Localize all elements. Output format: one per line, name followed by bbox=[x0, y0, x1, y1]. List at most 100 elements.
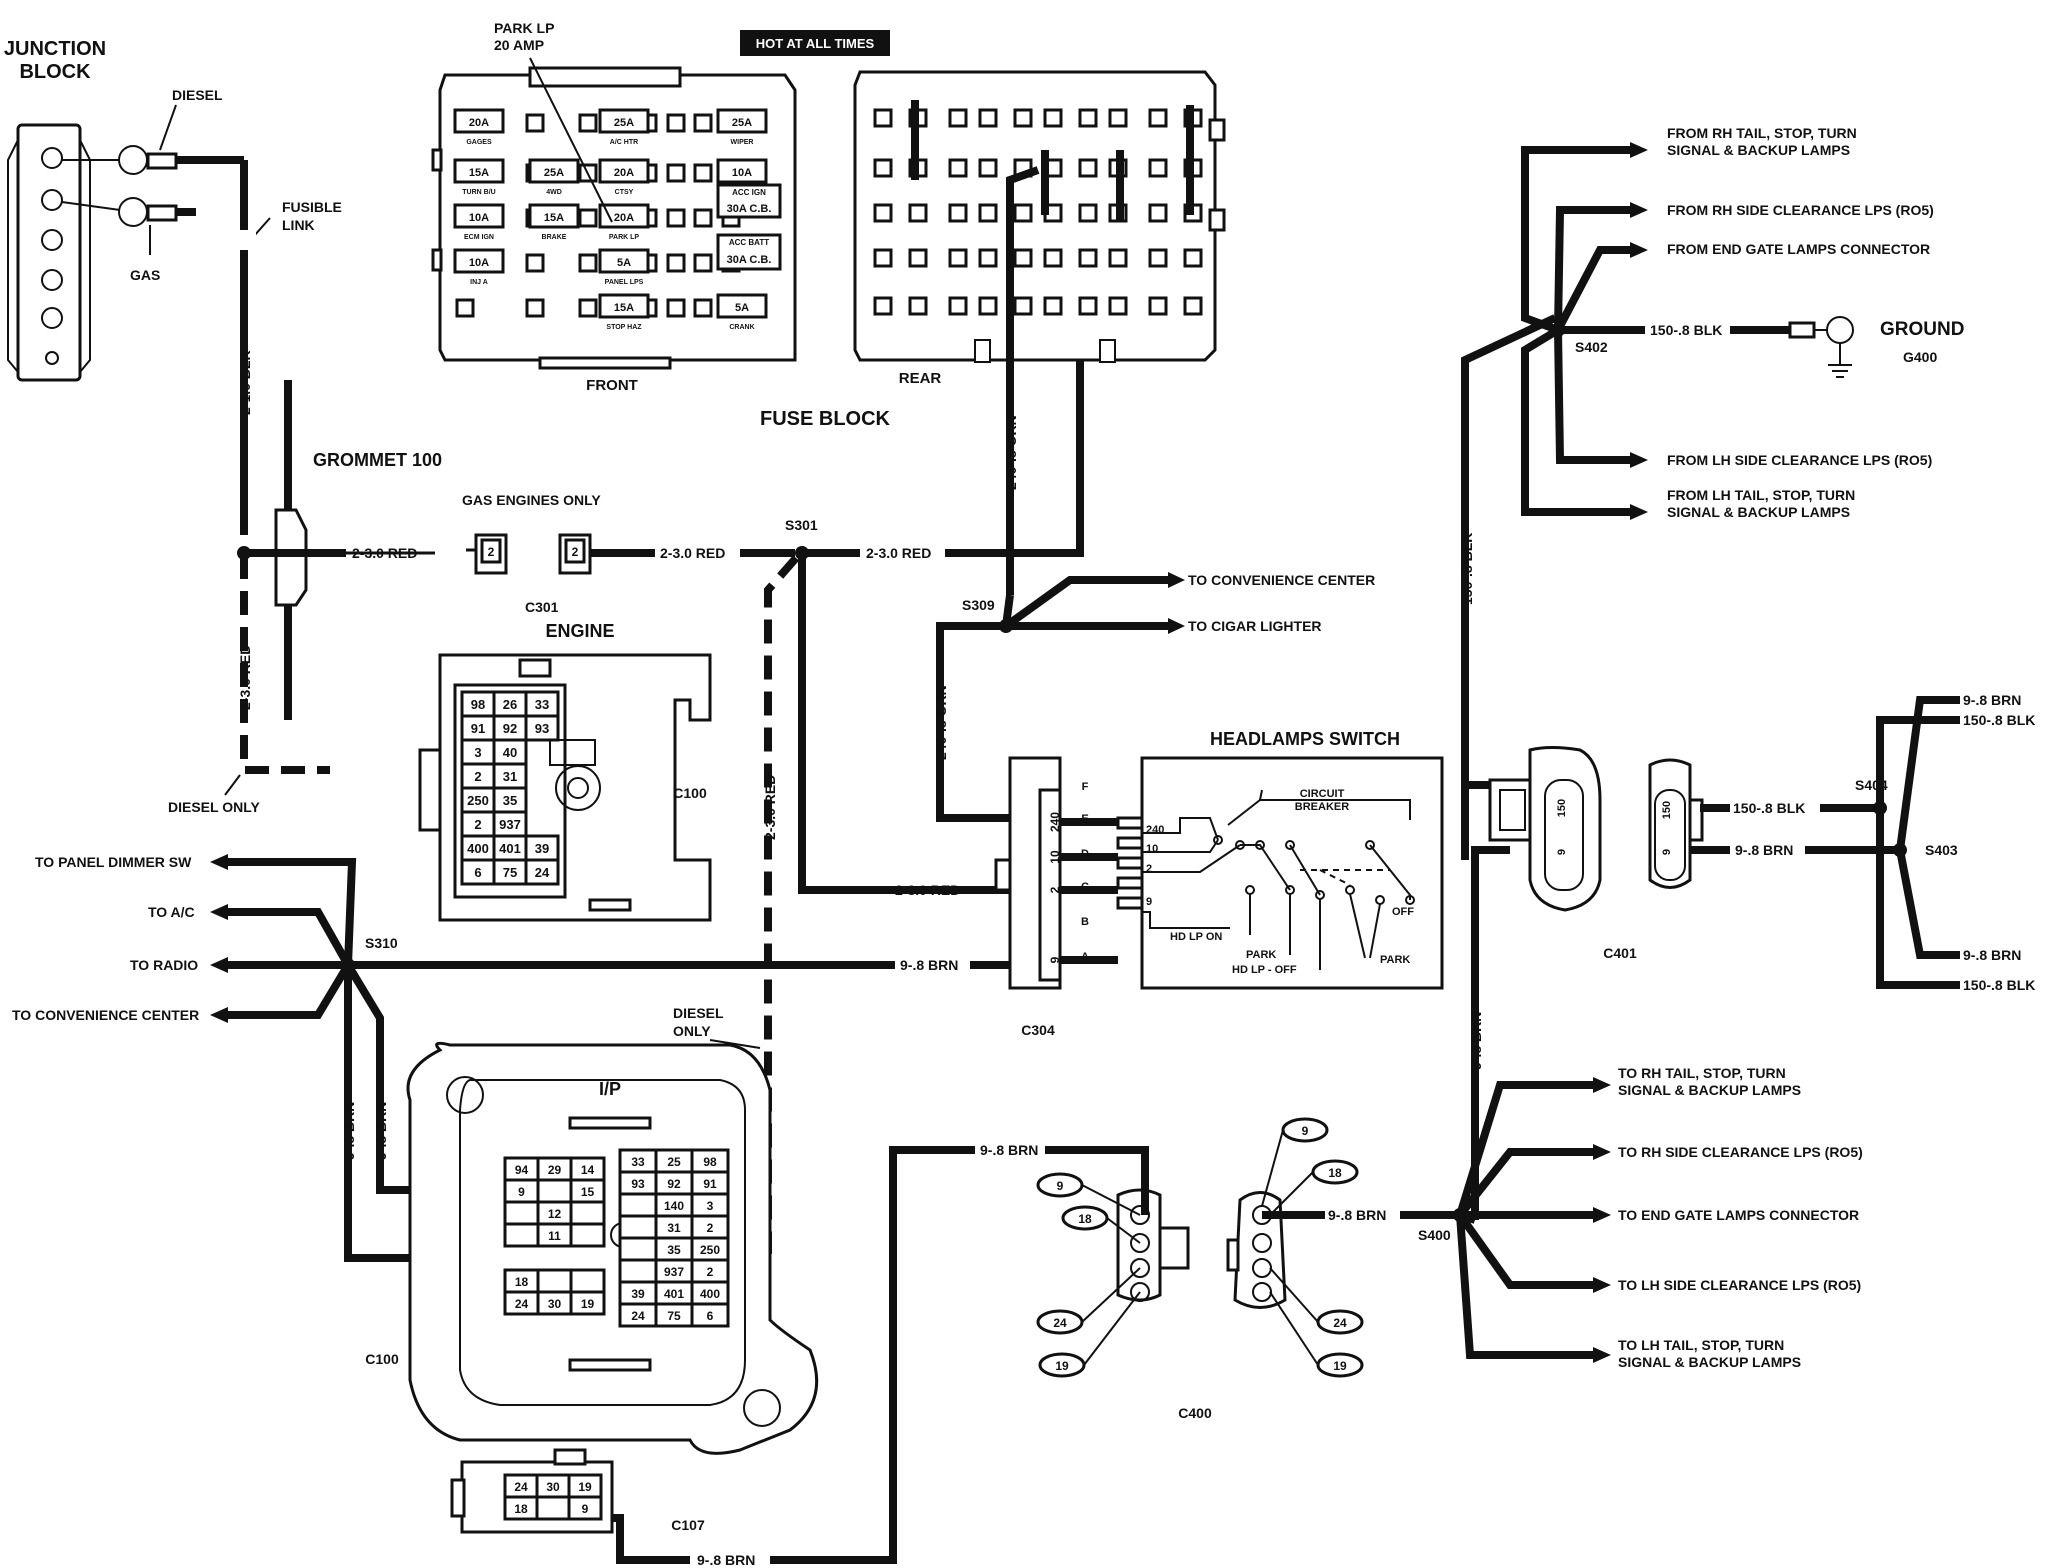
fuse-slot bbox=[693, 163, 713, 183]
fuse-amp: 20A bbox=[614, 212, 634, 224]
ip-pin-label: 94 bbox=[515, 1163, 529, 1177]
rear-slot bbox=[1148, 296, 1168, 316]
ip-pin-label: 33 bbox=[631, 1155, 645, 1169]
fuse bbox=[528, 203, 580, 229]
wire-9-brn-d: 9-.8 BRN bbox=[697, 1552, 755, 1568]
from-lh-tail-2: SIGNAL & BACKUP LAMPS bbox=[1667, 504, 1850, 520]
s310-label: S310 bbox=[365, 935, 398, 951]
c400-leader bbox=[1269, 1291, 1319, 1366]
fuse bbox=[453, 248, 505, 274]
rear-slot bbox=[948, 203, 968, 223]
fuse-slot bbox=[666, 298, 686, 318]
junction-block-title-1: JUNCTION bbox=[4, 38, 106, 60]
c400-label: C400 bbox=[1178, 1405, 1212, 1421]
s403-label: S403 bbox=[1925, 842, 1958, 858]
rear-slot bbox=[978, 108, 998, 128]
to-rh-side: TO RH SIDE CLEARANCE LPS (RO5) bbox=[1618, 1144, 1863, 1160]
from-lh-side: FROM LH SIDE CLEARANCE LPS (RO5) bbox=[1667, 452, 1932, 468]
c304-pin: 9 bbox=[1048, 956, 1062, 963]
rear-slot bbox=[1013, 296, 1033, 316]
rear-slot bbox=[1148, 158, 1168, 178]
c304-letter: B bbox=[1081, 916, 1089, 928]
c400-bubble-label: 24 bbox=[1053, 1316, 1067, 1330]
rear-slot bbox=[1078, 203, 1098, 223]
rear-slot bbox=[1043, 296, 1063, 316]
rear-slot bbox=[873, 296, 893, 316]
c304-pin: 240 bbox=[1048, 812, 1062, 832]
ip-pin-label: 75 bbox=[667, 1309, 681, 1323]
rear-slot bbox=[1148, 248, 1168, 268]
c400-leader bbox=[1081, 1184, 1141, 1216]
rear-slot bbox=[1078, 248, 1098, 268]
rear-slot bbox=[978, 248, 998, 268]
rear-cells bbox=[873, 100, 1203, 316]
wire-9-brn-a: 9-.8 BRN bbox=[900, 957, 958, 973]
ip-pin-label: 250 bbox=[700, 1243, 720, 1257]
hot-at-all-times: HOT AT ALL TIMES bbox=[756, 36, 875, 51]
rear-slot bbox=[978, 203, 998, 223]
headlamps-switch-title: HEADLAMPS SWITCH bbox=[1210, 729, 1400, 749]
c304-pin: 2 bbox=[1048, 886, 1062, 893]
c107-label: C107 bbox=[671, 1517, 705, 1533]
wire-2-30-red-vert: 2-3.0 RED bbox=[237, 645, 253, 710]
engine-pin-label: 6 bbox=[474, 865, 481, 880]
fuse-slot bbox=[455, 298, 475, 318]
engine-pin-label: 35 bbox=[503, 793, 517, 808]
to-lh-tail-2: SIGNAL & BACKUP LAMPS bbox=[1618, 1354, 1801, 1370]
rear-slot bbox=[1108, 248, 1128, 268]
switch-pin: 10 bbox=[1146, 843, 1158, 855]
acc-batt-label: ACC BATT bbox=[729, 238, 769, 247]
to-end-gate: TO END GATE LAMPS CONNECTOR bbox=[1618, 1207, 1859, 1223]
ip-pin-label: 98 bbox=[703, 1155, 717, 1169]
fuse bbox=[598, 158, 650, 184]
engine-pin bbox=[492, 786, 528, 814]
fuse-amp: 25A bbox=[614, 117, 634, 129]
to-cigar-lighter: TO CIGAR LIGHTER bbox=[1188, 618, 1322, 634]
g400-label: G400 bbox=[1903, 349, 1937, 365]
wire-150-blk-r2: 150-.8 BLK bbox=[1963, 977, 2035, 993]
rear-slot bbox=[873, 203, 893, 223]
ip-pin-label: 25 bbox=[667, 1155, 681, 1169]
rear-slot bbox=[1013, 108, 1033, 128]
gas-label: GAS bbox=[130, 267, 160, 283]
rear-slot bbox=[1108, 108, 1128, 128]
fuse-slot bbox=[578, 298, 598, 318]
engine-label: ENGINE bbox=[545, 621, 614, 641]
c400-leader bbox=[1269, 1267, 1319, 1323]
diesel-only-label: DIESEL ONLY bbox=[168, 799, 260, 815]
ip-pin bbox=[536, 1178, 573, 1204]
wire-9-brn-r2: 9-.8 BRN bbox=[1963, 947, 2021, 963]
from-rh-side: FROM RH SIDE CLEARANCE LPS (RO5) bbox=[1667, 202, 1934, 218]
c401-pin-9-b: 9 bbox=[1661, 849, 1673, 855]
engine-pin-label: 24 bbox=[535, 865, 550, 880]
cb-box-2 bbox=[716, 233, 782, 271]
fusible-label-2: LINK bbox=[282, 217, 315, 233]
rear-slot bbox=[948, 158, 968, 178]
fuse-amp: 20A bbox=[469, 117, 489, 129]
wire-9-brn-b: 9-.8 BRN bbox=[341, 1102, 357, 1160]
diesel-label: DIESEL bbox=[172, 87, 223, 103]
rear-slot bbox=[1043, 248, 1063, 268]
fuse-slot bbox=[666, 253, 686, 273]
fuse-name: PANEL LPS bbox=[605, 279, 644, 286]
switch-pin: 9 bbox=[1146, 896, 1152, 908]
fuse bbox=[598, 293, 650, 319]
c107-pin-label: 19 bbox=[578, 1480, 592, 1494]
fuse-slot bbox=[666, 163, 686, 183]
rear-slot bbox=[1148, 108, 1168, 128]
fuse-amp: 15A bbox=[614, 302, 634, 314]
ip-pin-label: 12 bbox=[548, 1207, 562, 1221]
c301-pin-b: 2 bbox=[572, 545, 579, 559]
to-lh-side: TO LH SIDE CLEARANCE LPS (RO5) bbox=[1618, 1277, 1861, 1293]
s309-label: S309 bbox=[962, 597, 995, 613]
engine-pin-label: 39 bbox=[535, 841, 549, 856]
fuse-slot bbox=[666, 113, 686, 133]
fuse bbox=[453, 203, 505, 229]
c107-pin-label: 18 bbox=[514, 1502, 528, 1516]
ip-pin-label: 14 bbox=[581, 1163, 595, 1177]
wire-150-blk-c: 150-.8 BLK bbox=[1733, 800, 1805, 816]
fuse-name: CTSY bbox=[615, 189, 634, 196]
